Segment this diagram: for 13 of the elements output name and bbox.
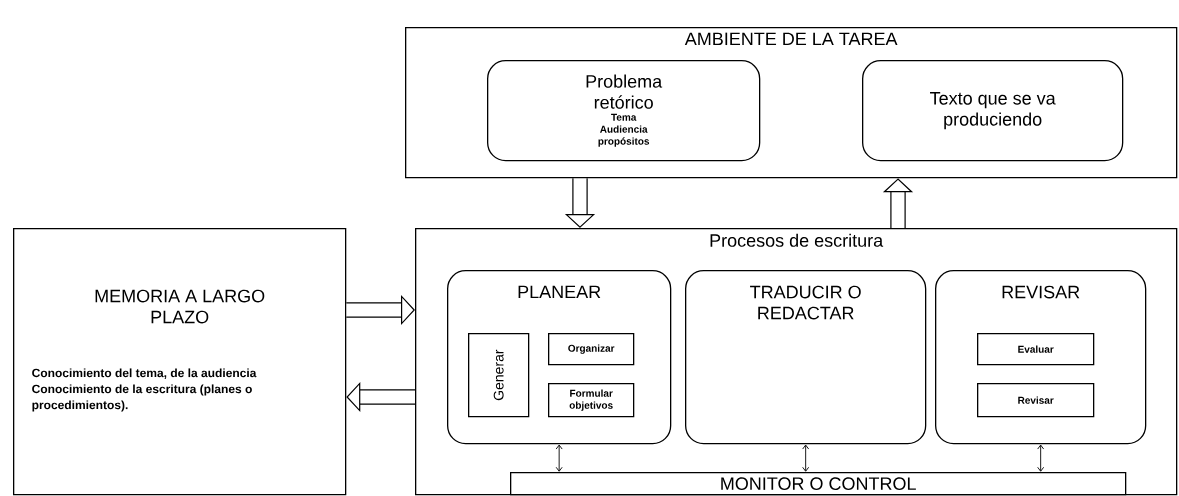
subprocess-box: Evaluar [977, 333, 1095, 366]
process-box: Texto que se va produciendo [862, 60, 1124, 162]
subprocess-box: Generar [468, 333, 530, 418]
double-arrow [802, 444, 810, 472]
subprocess-box: Organizar [548, 333, 635, 366]
monitor-bar: MONITOR O CONTROL [510, 472, 1127, 496]
double-arrow [555, 444, 563, 472]
subprocess-box: Formular objetivos [548, 383, 635, 418]
process-box: TRADUCIR O REDACTAR [685, 270, 927, 445]
double-arrow [1037, 444, 1045, 472]
subprocess-box: Revisar [977, 383, 1095, 418]
process-box: Problema retórico Tema Audiencia propósitos [487, 60, 761, 162]
memory-box: MEMORIA A LARGO PLAZO Conocimiento del tema, de la audiencia Conocimiento de la escritura (planes o procedimientos). [13, 228, 347, 496]
